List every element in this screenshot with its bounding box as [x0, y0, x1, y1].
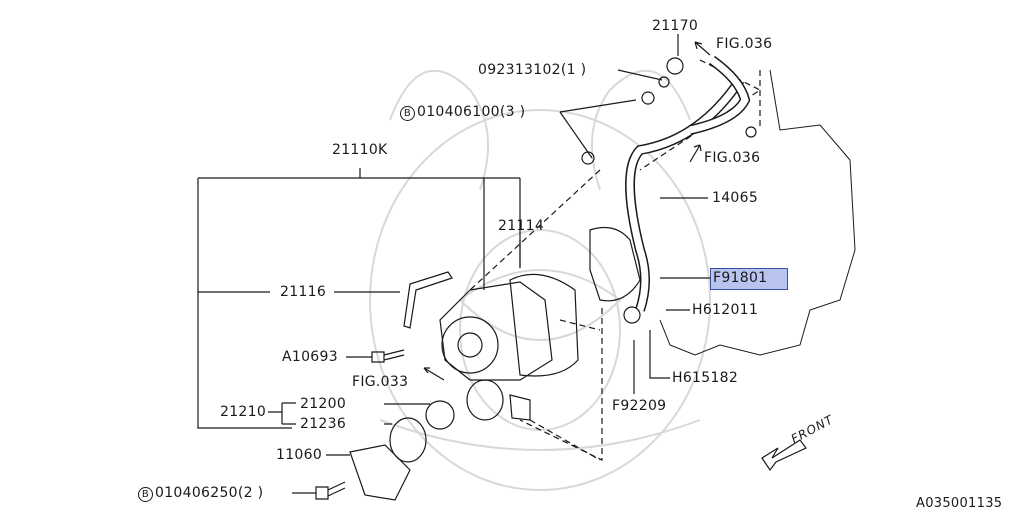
pipe-outlet [509, 394, 531, 421]
pump-outlet [466, 379, 504, 421]
label-fig033[interactable]: FIG.033 [352, 374, 409, 390]
engine-block-outline [659, 69, 856, 356]
thermostat-cover-11060 [349, 444, 411, 501]
bolt-010406100-b [581, 151, 595, 165]
label-14065[interactable]: 14065 [712, 190, 759, 206]
bolt-010406100-a [641, 91, 655, 105]
bracket-21110k [197, 168, 521, 429]
bracket-21210 [268, 402, 296, 425]
label-a10693[interactable]: A10693 [282, 349, 338, 365]
label-21116[interactable]: 21116 [280, 284, 327, 300]
label-010406250-text: 010406250(2 ) [155, 485, 264, 501]
thermostat-21200 [425, 400, 455, 430]
label-11060[interactable]: 11060 [276, 447, 323, 463]
clamp-21170 [666, 57, 684, 75]
hose-clamp-h612011 [623, 306, 641, 324]
label-21170[interactable]: 21170 [652, 18, 699, 34]
label-21200[interactable]: 21200 [300, 396, 347, 412]
clip-092313102 [658, 76, 670, 88]
dashed-guides [469, 59, 762, 461]
bolt-a10693 [371, 349, 405, 363]
bolt-010406250 [315, 481, 346, 500]
label-21236[interactable]: 21236 [300, 416, 347, 432]
backing-plate [589, 227, 641, 302]
pump-pulley [441, 316, 499, 374]
diagram-id: A035001135 [916, 496, 1003, 511]
gasket-21236 [389, 417, 427, 463]
label-21110k[interactable]: 21110K [332, 142, 388, 158]
label-fig036-mid[interactable]: FIG.036 [704, 150, 761, 166]
water-pump-body [439, 281, 553, 381]
label-h612011[interactable]: H612011 [692, 302, 759, 318]
highlight-f91801 [710, 268, 788, 290]
label-21114[interactable]: 21114 [498, 218, 545, 234]
label-fig036-top[interactable]: FIG.036 [716, 36, 773, 52]
label-21210[interactable]: 21210 [220, 404, 267, 420]
label-010406100-text: 010406100(3 ) [417, 104, 526, 120]
plug-engine [745, 126, 757, 138]
arrow-fig033 [423, 367, 445, 381]
bolt-symbol: B [138, 487, 153, 502]
arrow-fig036-top [694, 41, 711, 56]
front-arrow [761, 439, 807, 472]
label-f92209[interactable]: F92209 [612, 398, 667, 414]
bracket-part-21116 [403, 271, 453, 329]
arrow-fig036-mid [689, 144, 702, 163]
label-092313102[interactable]: 092313102(1 ) [478, 62, 587, 78]
leader-h615182 [649, 330, 670, 379]
gasket-21114 [509, 273, 579, 377]
leader-010406100 [559, 99, 637, 159]
label-h615182[interactable]: H615182 [672, 370, 739, 386]
label-f91801[interactable]: F91801 [713, 270, 768, 286]
bolt-symbol: B [400, 106, 415, 121]
leader-092313102 [617, 69, 663, 81]
